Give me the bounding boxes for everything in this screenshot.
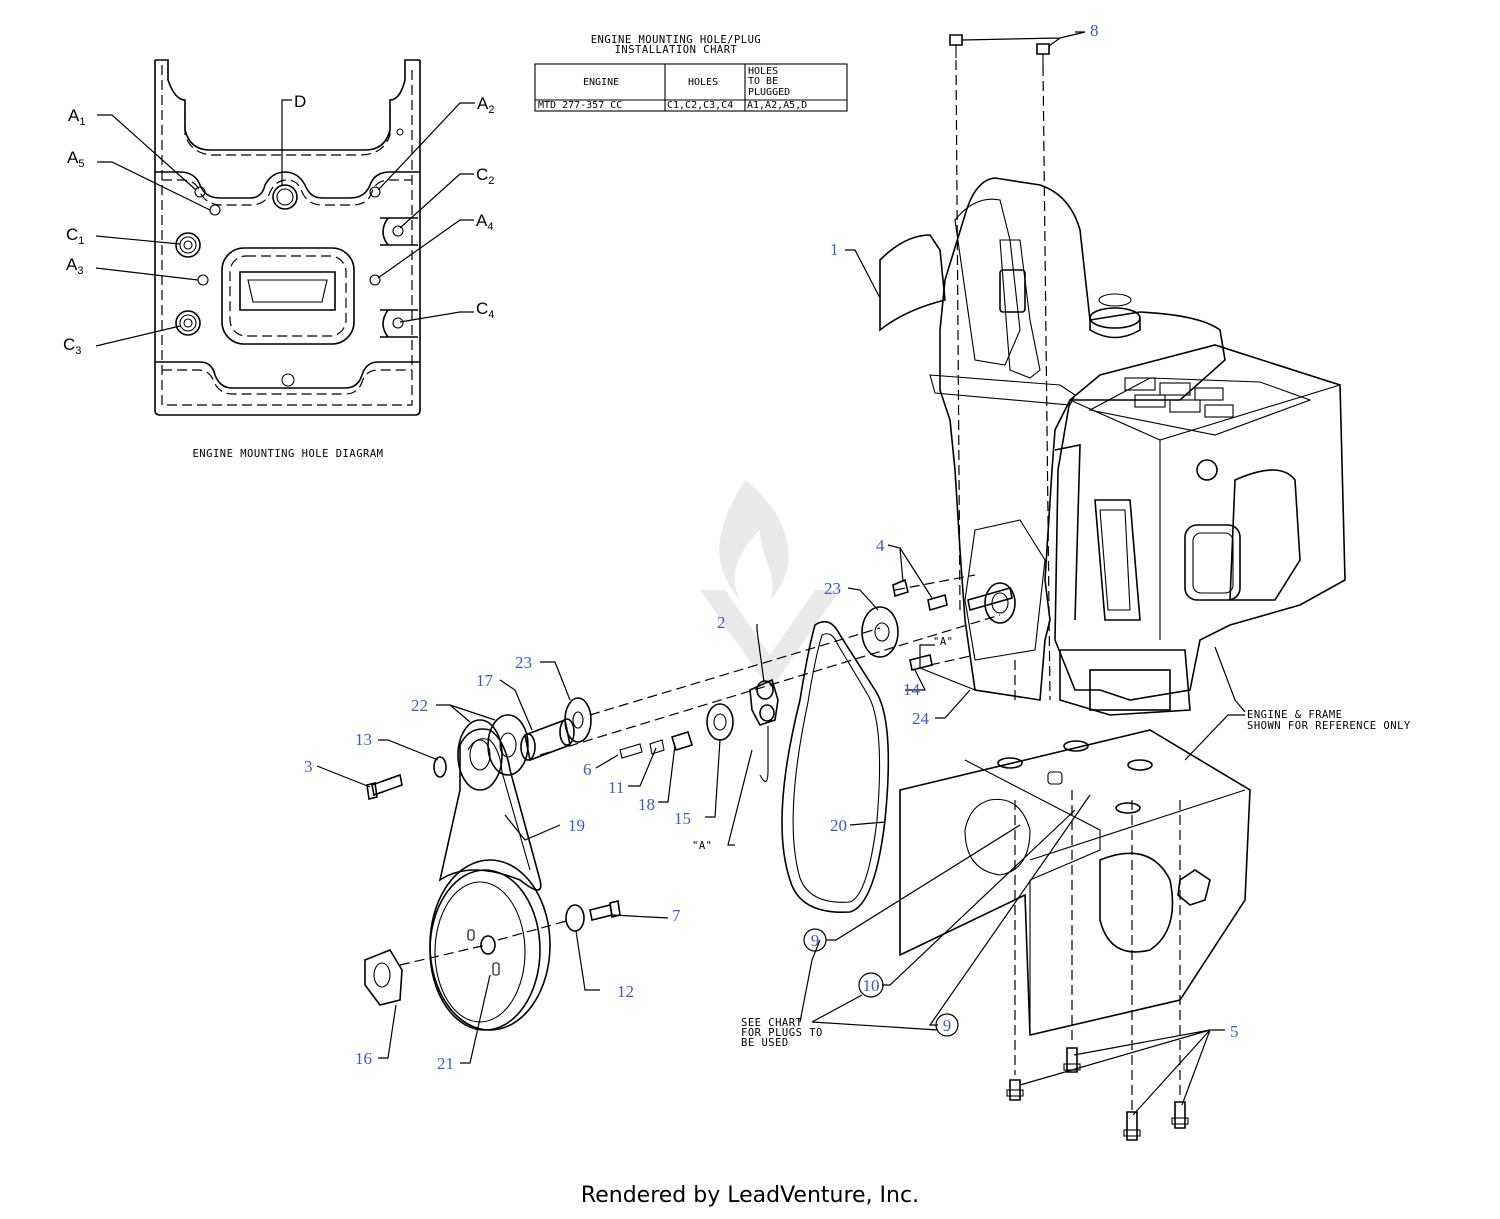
- svg-text:A5: A5: [67, 148, 84, 170]
- chart-cell-engine: MTD 277-357 CC: [538, 100, 622, 111]
- callout-23-b: 23: [824, 579, 841, 598]
- chart-header-plugged-1: HOLES: [748, 66, 778, 77]
- chart-cell-holes: C1,C2,C3,C4: [667, 100, 733, 111]
- installation-chart: ENGINE MOUNTING HOLE/PLUG INSTALLATION C…: [534, 34, 848, 112]
- hole-label-a1: A1: [68, 106, 197, 191]
- frame-drawing: [899, 729, 1251, 1036]
- callout-1: 1: [830, 240, 839, 259]
- callout-17: 17: [476, 671, 494, 690]
- callout-19: 19: [568, 816, 585, 835]
- hub-17: [520, 718, 575, 762]
- callout-9-circle-b: 9: [935, 1013, 959, 1037]
- callout-6: 6: [583, 760, 592, 779]
- callout-15: 15: [674, 809, 691, 828]
- hub-16: [364, 949, 403, 1006]
- callout-18: 18: [638, 795, 655, 814]
- hole-label-c2: C2: [399, 165, 494, 229]
- svg-text:C2: C2: [476, 165, 494, 187]
- callout-16: 16: [355, 1049, 372, 1068]
- callout-9-circle-a: 9: [803, 928, 827, 952]
- svg-text:A3: A3: [66, 255, 83, 277]
- hole-label-c3: C3: [63, 325, 181, 357]
- engine-bolts: [892, 578, 1013, 671]
- leader-lines: [316, 31, 1246, 1116]
- callout-4: 4: [876, 536, 885, 555]
- callout-5: 5: [1230, 1022, 1239, 1041]
- svg-text:A2: A2: [477, 94, 494, 116]
- leadventure-watermark-logo: [700, 480, 840, 690]
- engine-mounting-hole-diagram: [154, 59, 421, 416]
- callout-20: 20: [830, 816, 847, 835]
- callout-10-circle: 10: [858, 972, 884, 998]
- note-a-idler: "A": [692, 840, 712, 852]
- svg-text:C4: C4: [476, 299, 494, 321]
- part-callouts: 1 2 3 4 5 6 7 8 9 10 9 11 12 13 14 15 16…: [304, 21, 1239, 1073]
- svg-text:10: 10: [863, 976, 880, 995]
- washer-23: [564, 606, 899, 743]
- idler-pulley-15: [619, 703, 734, 759]
- svg-text:9: 9: [943, 1016, 952, 1035]
- hole-diagram-title: ENGINE MOUNTING HOLE DIAGRAM: [192, 448, 383, 460]
- bolt-3: [366, 756, 447, 800]
- hole-label-a2: A2: [377, 94, 494, 191]
- see-chart-note-line-1: SEE CHART: [741, 1017, 803, 1029]
- svg-text:C1: C1: [66, 225, 84, 247]
- svg-text:9: 9: [811, 931, 820, 950]
- callout-3: 3: [304, 757, 313, 776]
- note-a-engine: "A": [933, 636, 953, 648]
- callout-7: 7: [672, 906, 681, 925]
- chart-header-engine: ENGINE: [583, 77, 619, 88]
- chart-header-plugged-3: PLUGGED: [748, 87, 790, 98]
- callout-23-a: 23: [515, 653, 532, 672]
- svg-text:A4: A4: [476, 211, 493, 233]
- svg-text:A1: A1: [68, 106, 85, 128]
- callout-11: 11: [608, 778, 624, 797]
- footer-rendered-by: Rendered by LeadVenture, Inc.: [580, 1183, 920, 1208]
- callout-24: 24: [912, 709, 930, 728]
- idler-bracket-2: [749, 678, 779, 782]
- callout-22: 22: [411, 696, 428, 715]
- chart-title-line-1: ENGINE MOUNTING HOLE/PLUG: [591, 34, 762, 46]
- hole-label-d: D: [281, 92, 306, 186]
- engine-drawing: [879, 177, 1346, 716]
- hole-label-a3: A3: [66, 255, 199, 281]
- chart-title-line-2: INSTALLATION CHART: [615, 44, 738, 56]
- callout-21: 21: [437, 1054, 454, 1073]
- hole-label-c4: C4: [399, 299, 494, 323]
- callout-14: 14: [903, 680, 921, 699]
- belt-20: [781, 620, 890, 913]
- hole-label-a5: A5: [67, 148, 211, 211]
- pulley-21: [429, 859, 551, 1031]
- callout-12: 12: [617, 982, 634, 1001]
- see-chart-note-line-2: FOR PLUGS TO: [741, 1027, 823, 1039]
- see-chart-note-line-3: BE USED: [741, 1037, 789, 1049]
- engine-frame-note-line-2: SHOWN FOR REFERENCE ONLY: [1247, 720, 1411, 732]
- callout-13: 13: [355, 730, 372, 749]
- chart-cell-plugged: A1,A2,A5,D: [747, 100, 807, 111]
- callout-2: 2: [717, 613, 726, 632]
- svg-text:D: D: [294, 92, 306, 111]
- pulley-22: [457, 714, 529, 791]
- chart-header-holes: HOLES: [688, 77, 718, 88]
- chart-header-plugged-2: TO BE: [748, 76, 778, 87]
- bolts-5: [1006, 1047, 1189, 1141]
- hole-label-c1: C1: [66, 225, 181, 247]
- alignment-lines: [399, 59, 1181, 1110]
- svg-text:C3: C3: [63, 335, 81, 357]
- bolt-7: [565, 900, 621, 932]
- bolts-8: [949, 34, 1050, 66]
- engine-frame-note-line-1: ENGINE & FRAME: [1247, 709, 1343, 721]
- hole-label-a4: A4: [377, 211, 493, 279]
- callout-8: 8: [1090, 21, 1099, 40]
